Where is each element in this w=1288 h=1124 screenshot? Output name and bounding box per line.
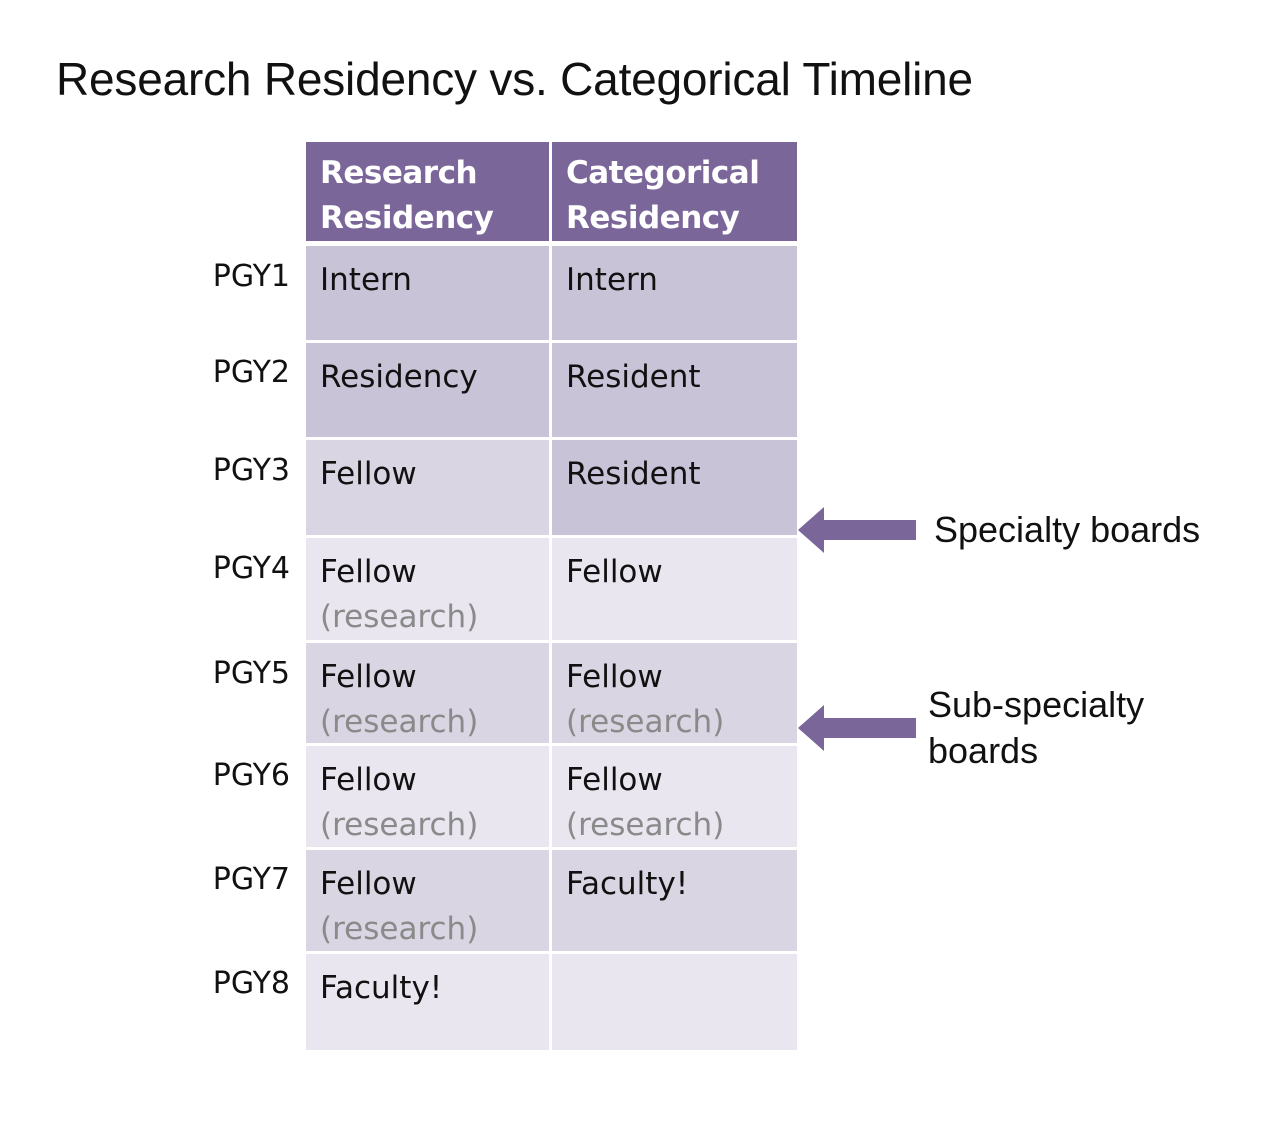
cell-main: Resident (566, 359, 701, 395)
header-categorical-line2: Residency (566, 200, 740, 236)
cell-pgy8-research: Faculty! (306, 954, 549, 1050)
cell-main: Residency (320, 359, 478, 395)
cell-pgy7-categorical: Faculty! (552, 850, 797, 951)
cell-main: Intern (566, 262, 658, 298)
specialty-boards-label: Specialty boards (934, 509, 1201, 550)
header-categorical-line1: Categorical (566, 155, 760, 191)
cell-pgy6-research: Fellow (research) (306, 746, 549, 847)
cell-main: Faculty! (320, 970, 443, 1006)
cell-sub: (research) (566, 704, 725, 740)
left-arrow-icon (798, 705, 916, 751)
cell-main: Fellow (320, 456, 417, 492)
subspecialty-boards-label: Sub-specialty boards (928, 682, 1144, 774)
cell-pgy6-categorical: Fellow (research) (552, 746, 797, 847)
cell-sub: (research) (566, 807, 725, 843)
row-label-pgy3: PGY3 (212, 453, 290, 488)
row-label-pgy2: PGY2 (212, 355, 290, 390)
cell-sub: (research) (320, 599, 479, 635)
row-label-pgy8: PGY8 (212, 966, 290, 1001)
cell-main: Fellow (566, 554, 663, 590)
row-label-pgy5: PGY5 (212, 656, 290, 691)
cell-main: Fellow (566, 762, 663, 798)
cell-pgy2-research: Residency (306, 343, 549, 437)
header-research-line2: Residency (320, 200, 494, 236)
cell-pgy8-categorical (552, 954, 797, 1050)
cell-main: Fellow (320, 866, 417, 902)
cell-pgy5-categorical: Fellow (research) (552, 643, 797, 743)
cell-pgy4-categorical: Fellow (552, 538, 797, 640)
row-label-pgy4: PGY4 (212, 551, 290, 586)
cell-sub: (research) (320, 704, 479, 740)
cell-pgy3-research: Fellow (306, 440, 549, 535)
cell-main: Intern (320, 262, 412, 298)
row-label-pgy1: PGY1 (212, 259, 290, 294)
cell-pgy3-categorical: Resident (552, 440, 797, 535)
cell-main: Faculty! (566, 866, 689, 902)
cell-pgy2-categorical: Resident (552, 343, 797, 437)
subspecialty-line1: Sub-specialty (928, 684, 1145, 725)
cell-main: Fellow (320, 554, 417, 590)
header-research-line1: Research (320, 155, 478, 191)
header-categorical-residency: Categorical Residency (552, 142, 797, 241)
row-label-pgy7: PGY7 (212, 862, 290, 897)
cell-pgy5-research: Fellow (research) (306, 643, 549, 743)
cell-main: Fellow (320, 762, 417, 798)
subspecialty-line2: boards (928, 730, 1039, 771)
row-label-pgy6: PGY6 (212, 758, 290, 793)
cell-main: Fellow (320, 659, 417, 695)
cell-main: Fellow (566, 659, 663, 695)
cell-pgy1-categorical: Intern (552, 246, 797, 340)
cell-sub: (research) (320, 807, 479, 843)
cell-pgy4-research: Fellow (research) (306, 538, 549, 640)
cell-pgy1-research: Intern (306, 246, 549, 340)
cell-main: Resident (566, 456, 701, 492)
header-research-residency: Research Residency (306, 142, 549, 241)
page-title: Research Residency vs. Categorical Timel… (56, 53, 973, 105)
cell-sub: (research) (320, 911, 479, 947)
cell-pgy7-research: Fellow (research) (306, 850, 549, 951)
left-arrow-icon (798, 507, 916, 553)
